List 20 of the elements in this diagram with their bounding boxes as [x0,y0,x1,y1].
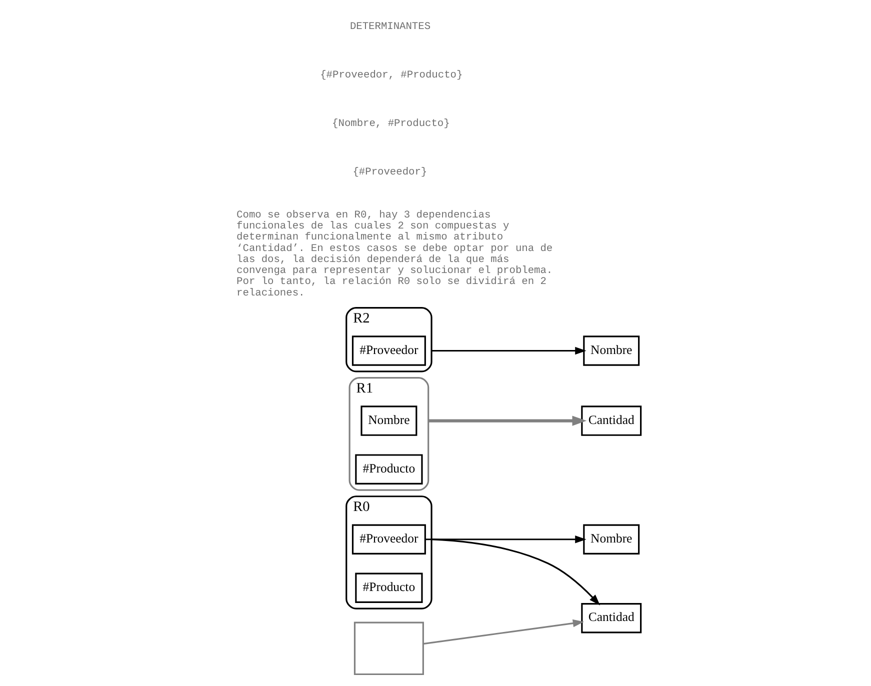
label: {#Proveedor, #Producto} [320,69,463,82]
node-box: Nombre [360,406,418,436]
node-box: #Producto [355,572,423,604]
arrow [432,346,586,355]
node-box: #Producto [355,454,423,484]
node-box: Cantidad [581,406,642,436]
node-box [354,622,424,676]
label: {Nombre, #Producto} [332,118,450,130]
node-box: #Proveedor [352,524,426,554]
node-box: #Proveedor [352,336,426,366]
arrow [425,535,586,544]
label: {#Proveedor} [352,166,428,178]
label: DETERMINANTES [350,20,431,33]
node-box: Nombre [583,524,640,554]
label: Como se observa en R0, hay 3 dependencias funcionales de las cuales 2 son compuestas y determinan funcionalmente al mismo atributo ‘Cantidad’. En estos casos se debe optar por una de las dos, la decisión dependerá de la que más convenga para representar y solucionar el problema. Por lo tanto, la relación R0 solo se dividirá en 2 relaciones. [236,209,553,300]
node-box: Nombre [583,336,640,366]
arrow [431,538,600,606]
node-box: Cantidad [581,603,642,634]
arrow [423,619,584,645]
arrow [428,416,587,426]
